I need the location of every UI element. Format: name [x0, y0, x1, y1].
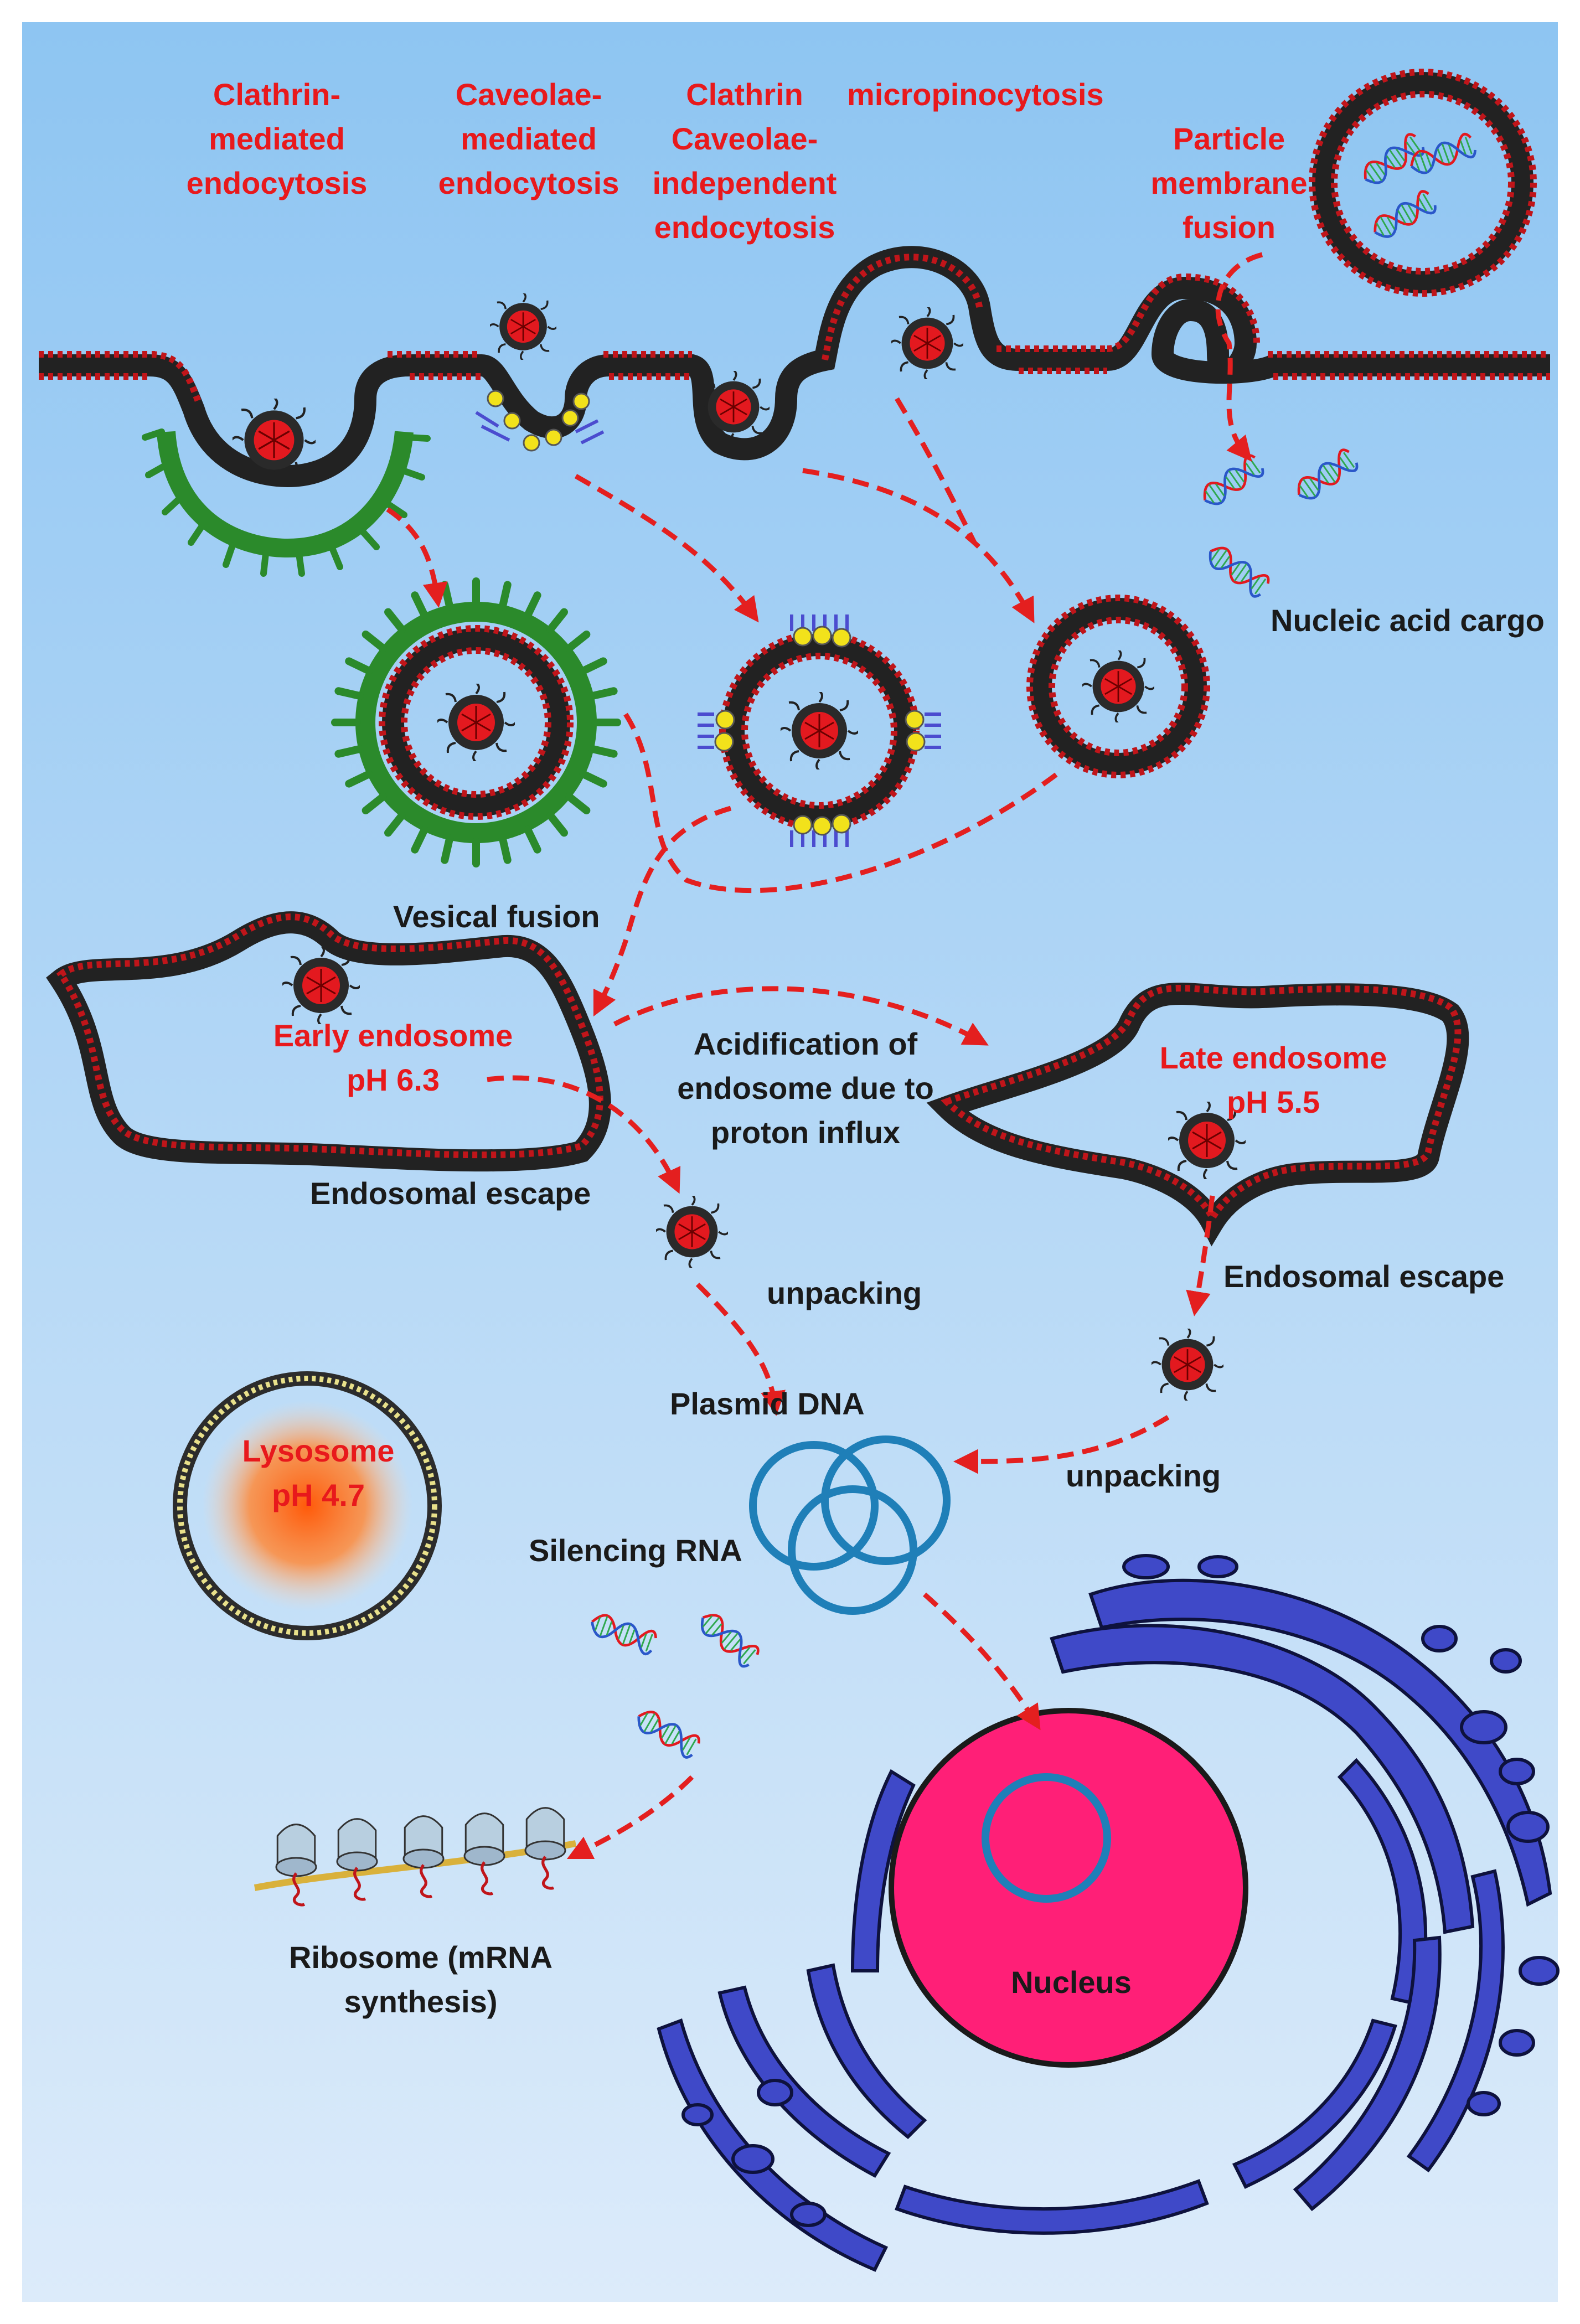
label-ribosome: Ribosome (mRNA synthesis) — [289, 1940, 553, 2019]
clathrin-spike — [362, 631, 387, 652]
svg-text:fusion: fusion — [1183, 210, 1276, 245]
label-caveolae-mediated: Caveolae- mediated endocytosis — [438, 77, 619, 200]
label-endosomal-escape-right: Endosomal escape — [1223, 1259, 1504, 1294]
clathrin-spike — [362, 793, 387, 814]
svg-text:endocytosis: endocytosis — [187, 166, 368, 200]
clathrin-spike — [498, 834, 512, 864]
label-acidification: Acidification of endosome due to proton … — [677, 1026, 934, 1150]
caveolae-vesicle — [698, 614, 941, 847]
pathway-arrows — [386, 252, 1263, 1860]
independent-vesicle — [1026, 595, 1210, 778]
label-micropinocytosis: micropinocytosis — [847, 77, 1104, 112]
clathrin-spike — [524, 825, 541, 854]
plasma-membrane — [39, 246, 1550, 488]
clathrin-spike — [411, 591, 428, 619]
svg-text:endocytosis: endocytosis — [438, 166, 619, 200]
clathrin-spike — [384, 812, 406, 837]
clathrin-spike — [588, 687, 618, 700]
svg-text:proton influx: proton influx — [711, 1115, 900, 1150]
svg-text:pH 5.5: pH 5.5 — [1227, 1084, 1320, 1119]
svg-text:Late endosome: Late endosome — [1160, 1040, 1387, 1075]
svg-text:membrane: membrane — [1150, 166, 1307, 200]
late-endosome — [926, 983, 1469, 1247]
endoplasmic-reticulum-icon — [657, 1554, 1560, 2272]
svg-text:Ribosome (mRNA: Ribosome (mRNA — [289, 1940, 553, 1975]
label-nucleic-acid-cargo: Nucleic acid cargo — [1271, 603, 1545, 638]
svg-text:synthesis): synthesis) — [344, 1984, 498, 2019]
clathrin-spike — [345, 657, 373, 675]
label-unpacking-left: unpacking — [767, 1275, 922, 1310]
svg-text:endocytosis: endocytosis — [654, 210, 835, 245]
early-endosome — [46, 911, 611, 1172]
svg-text:mediated: mediated — [209, 121, 345, 156]
clathrin-spike — [384, 608, 406, 633]
clathrin-coated-vesicle — [331, 577, 621, 867]
clathrin-spike — [498, 581, 512, 611]
clathrin-spike — [588, 745, 618, 758]
clathrin-spike — [565, 793, 591, 814]
clathrin-spike — [334, 687, 364, 700]
label-early-endosome: Early endosome pH 6.3 — [273, 1018, 513, 1097]
lysosome-icon — [173, 1371, 442, 1640]
svg-text:Early endosome: Early endosome — [273, 1018, 513, 1053]
label-nucleus: Nucleus — [1011, 1965, 1132, 2000]
svg-text:Lysosome: Lysosome — [242, 1433, 395, 1468]
clathrin-spike — [441, 581, 454, 611]
clathrin-coated-pit — [142, 428, 431, 577]
liposome-with-dna — [1309, 69, 1537, 297]
label-particle-membrane-fusion: Particle membrane fusion — [1150, 121, 1307, 245]
svg-text:Particle: Particle — [1173, 121, 1285, 156]
label-silencing-rna: Silencing RNA — [529, 1533, 742, 1568]
clathrin-spike — [546, 812, 568, 837]
nucleus-icon — [889, 1708, 1248, 2068]
label-late-endosome: Late endosome pH 5.5 — [1160, 1040, 1387, 1119]
svg-text:pH 6.3: pH 6.3 — [347, 1062, 440, 1097]
svg-text:Clathrin: Clathrin — [686, 77, 803, 112]
svg-text:endosome due to: endosome due to — [677, 1071, 934, 1106]
svg-text:Caveolae-: Caveolae- — [456, 77, 602, 112]
label-clathrin-caveolae-independent: Clathrin Caveolae- independent endocytos… — [653, 77, 837, 245]
caveolae-pit — [475, 390, 605, 452]
clathrin-spike — [579, 657, 607, 675]
label-unpacking-right: unpacking — [1066, 1458, 1221, 1493]
label-plasmid-dna: Plasmid DNA — [670, 1386, 865, 1421]
clathrin-spike — [524, 591, 541, 619]
clathrin-spike — [546, 608, 568, 633]
svg-text:independent: independent — [653, 166, 837, 200]
svg-text:Clathrin-: Clathrin- — [213, 77, 340, 112]
svg-text:Caveolae-: Caveolae- — [672, 121, 818, 156]
svg-text:pH 4.7: pH 4.7 — [272, 1478, 365, 1512]
label-endosomal-escape-left: Endosomal escape — [310, 1176, 591, 1211]
clathrin-spike — [411, 825, 428, 854]
clathrin-spike — [441, 834, 454, 864]
svg-text:mediated: mediated — [461, 121, 597, 156]
ribosome-icon — [254, 1808, 577, 1905]
label-clathrin-mediated: Clathrin- mediated endocytosis — [187, 77, 368, 200]
clathrin-spike — [565, 631, 591, 652]
label-vesical-fusion: Vesical fusion — [393, 899, 600, 934]
clathrin-spike — [345, 770, 373, 788]
svg-text:Acidification of: Acidification of — [694, 1026, 918, 1061]
clathrin-spike — [579, 770, 607, 788]
plasmid-rings-icon — [749, 1435, 951, 1615]
clathrin-spike — [334, 745, 364, 758]
label-lysosome: Lysosome pH 4.7 — [242, 1433, 395, 1512]
